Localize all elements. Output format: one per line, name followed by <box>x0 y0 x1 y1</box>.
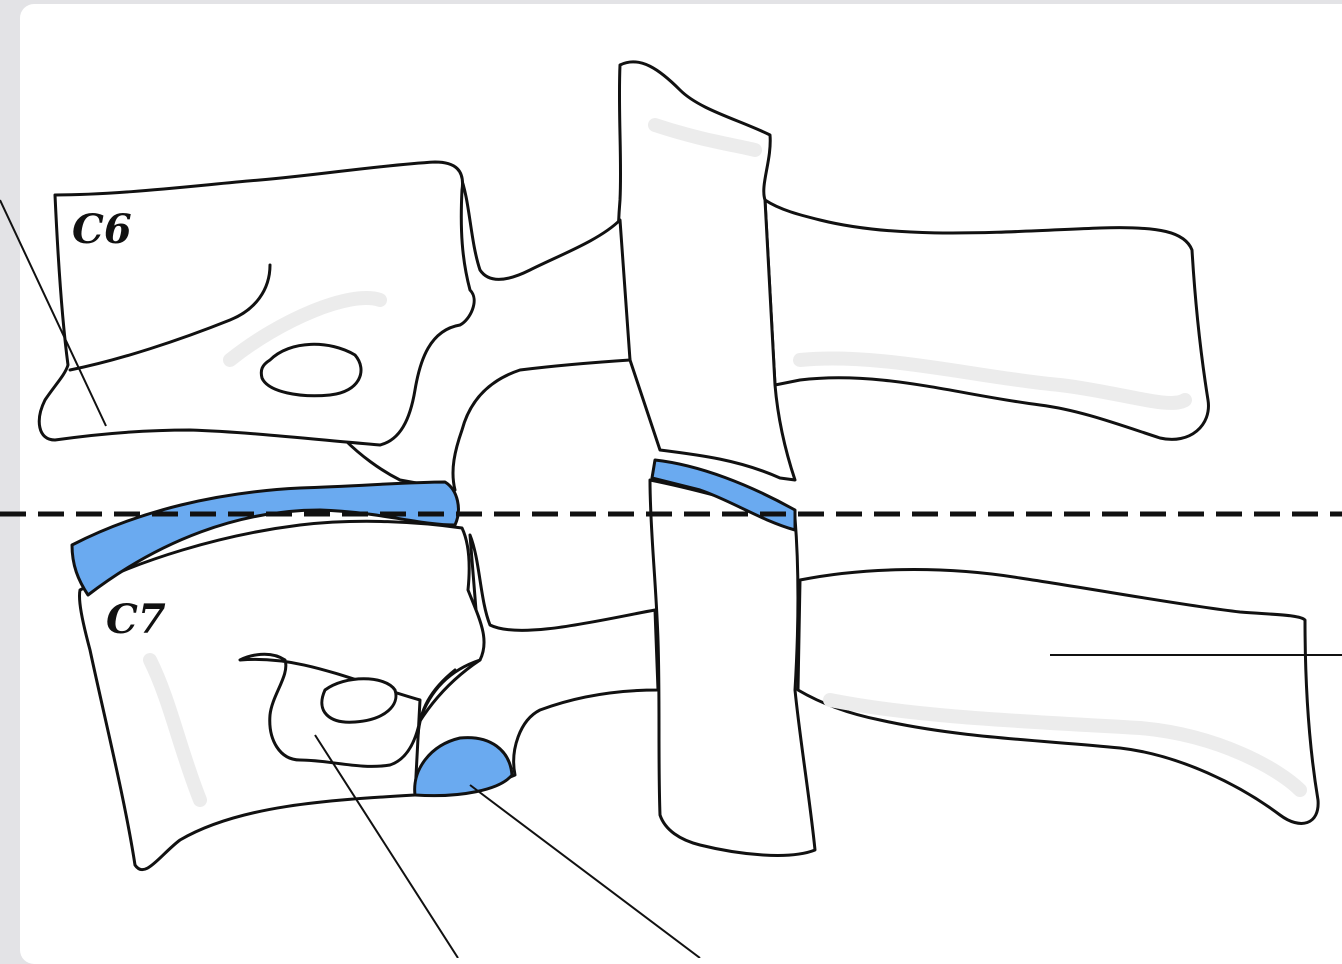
c7-spinous-process <box>798 570 1318 824</box>
c6-articular-pillar <box>618 62 795 480</box>
c6-vertebral-body <box>39 162 474 445</box>
c7-label: C7 <box>106 596 166 643</box>
c7-articular-pillar <box>650 480 815 855</box>
c6-label: C6 <box>72 206 132 253</box>
c6-spinous-process <box>765 200 1208 439</box>
c7-vertebral-body <box>79 521 484 869</box>
